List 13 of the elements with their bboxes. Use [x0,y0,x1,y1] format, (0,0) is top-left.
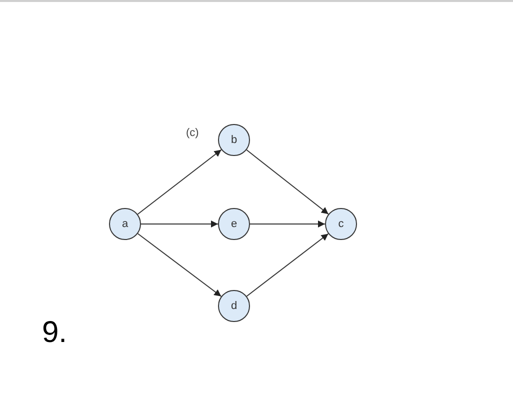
arrow [250,220,326,228]
graph-node: c [325,208,357,240]
graph-node: b [218,124,250,156]
graph-node: d [218,290,250,322]
arrow [140,220,218,228]
problem-number: 9. [42,315,68,351]
graph-node: e [218,208,250,240]
arrow [137,149,222,215]
arrow [137,233,222,297]
arrow [246,149,329,215]
graph-label: (c) [186,126,199,141]
graph-node: a [109,208,141,240]
arrow [246,233,329,297]
